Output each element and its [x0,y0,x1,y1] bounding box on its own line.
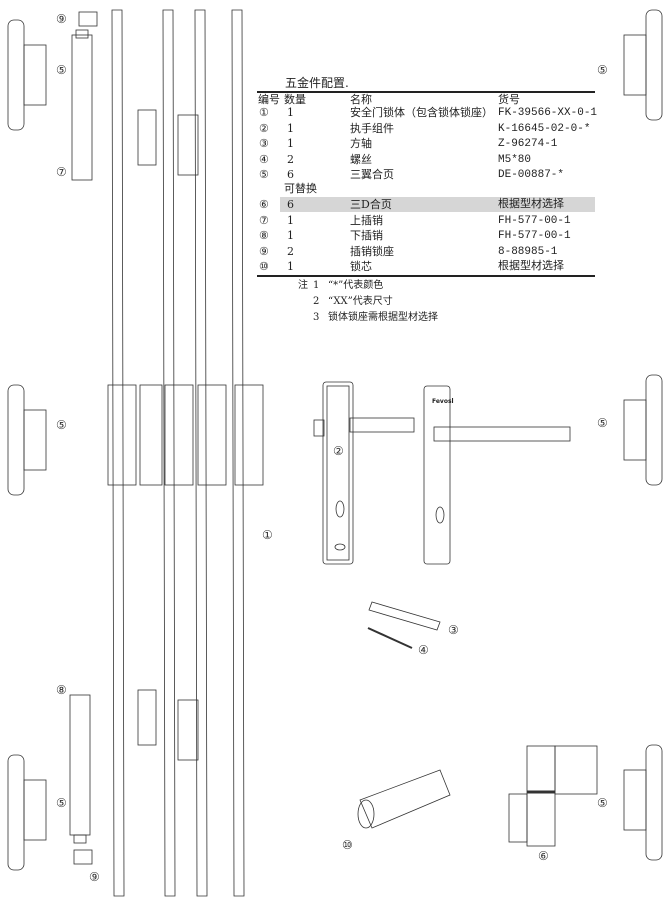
cell-code: K-16645-02-0-* [498,122,591,135]
handle-brand: Fevosl [432,398,454,405]
callout-5: ⑤ [597,63,608,77]
cell-code: FK-39566-XX-0-1 [498,107,598,119]
note-number: 2 [313,296,320,307]
callout-1: ① [262,528,273,542]
cell-code: DE-00887-* [498,169,565,181]
cell-qty: 1 [287,213,294,227]
cell-no: ③ [259,137,269,150]
callout-8: ⑧ [56,683,67,697]
replaceable-label: 可替换 [284,182,317,195]
cell-code: FH-577-00-1 [498,214,571,227]
note-text: “XX”代表尺寸 [328,296,393,307]
callout-9: ⑨ [56,12,67,26]
callout-6: ⑥ [538,849,549,863]
notes-prefix: 注 [298,280,308,291]
lock-rails [111,9,245,897]
note-text: “*”代表颜色 [328,280,384,291]
cell-name: 下插销 [350,229,383,242]
highlight-row [280,197,595,212]
flush-bolts [69,11,98,865]
header-name: 名称 [350,93,372,106]
callout-2: ② [333,444,344,458]
callout-3: ③ [448,623,459,637]
cell-code: FH-577-00-1 [498,230,571,242]
cell-qty: 1 [287,229,294,242]
cell-name: 锁芯 [350,260,372,273]
callout-5: ⑤ [597,416,608,430]
cell-no: ⑤ [259,168,269,181]
cell-name: 方轴 [350,137,372,150]
cell-name: 三翼合页 [350,168,394,181]
cell-no: ② [259,121,269,135]
cell-code: Z-96274-1 [498,138,558,150]
lock-bodies [107,109,264,761]
cell-name: 上插销 [350,213,383,227]
spindle-and-screw [367,601,441,649]
cell-qty: 1 [287,260,294,273]
cell-qty: 6 [287,198,294,211]
table-top-rule [257,91,595,93]
callout-5: ⑤ [56,796,67,810]
cell-name: 执手组件 [350,121,394,135]
cell-qty: 1 [287,106,294,119]
callout-10: ⑩ [342,838,353,852]
cell-name: 螺丝 [350,152,372,166]
cell-qty: 1 [287,121,294,135]
callout-5: ⑤ [56,418,67,432]
cell-qty: 2 [287,244,294,258]
callout-5: ⑤ [597,796,608,810]
header-code: 货号 [498,93,520,106]
cell-code: M5*80 [498,153,532,166]
cell-no: ④ [259,152,269,166]
cell-qty: 6 [287,168,294,181]
cell-code: 8-88985-1 [498,245,558,258]
header-qty: 数量 [284,93,306,106]
cell-no: ⑥ [259,198,269,211]
cell-qty: 1 [287,137,294,150]
hinges-right [623,9,663,861]
callout-9: ⑨ [89,870,100,884]
callout-7: ⑦ [56,165,67,179]
note-number: 1 [313,280,320,291]
cell-name: 安全门锁体（包含锁体锁座） [350,106,493,119]
handle-set [313,381,571,565]
3d-hinge [508,745,598,847]
lock-cylinder [357,769,451,829]
cell-code: 根据型材选择 [498,261,564,273]
callout-5: ⑤ [56,63,67,77]
callout-4: ④ [418,643,429,657]
note-number: 3 [313,312,320,323]
cell-no: ⑧ [259,229,269,242]
cell-no: ⑨ [259,244,269,258]
hinges-left [7,19,47,871]
note-text: 锁体锁座需根据型材选择 [328,312,438,323]
cell-no: ⑦ [259,213,269,227]
header-no: 编号 [258,93,280,106]
table-bottom-rule [257,275,595,277]
cell-no: ① [259,106,269,119]
cell-qty: 2 [287,152,294,166]
cell-no: ⑩ [259,260,269,273]
cell-name: 插销锁座 [350,244,394,258]
cell-name: 三D合页 [350,198,392,211]
table-title: 五金件配置. [285,76,349,90]
cell-code: 根据型材选择 [498,199,564,211]
